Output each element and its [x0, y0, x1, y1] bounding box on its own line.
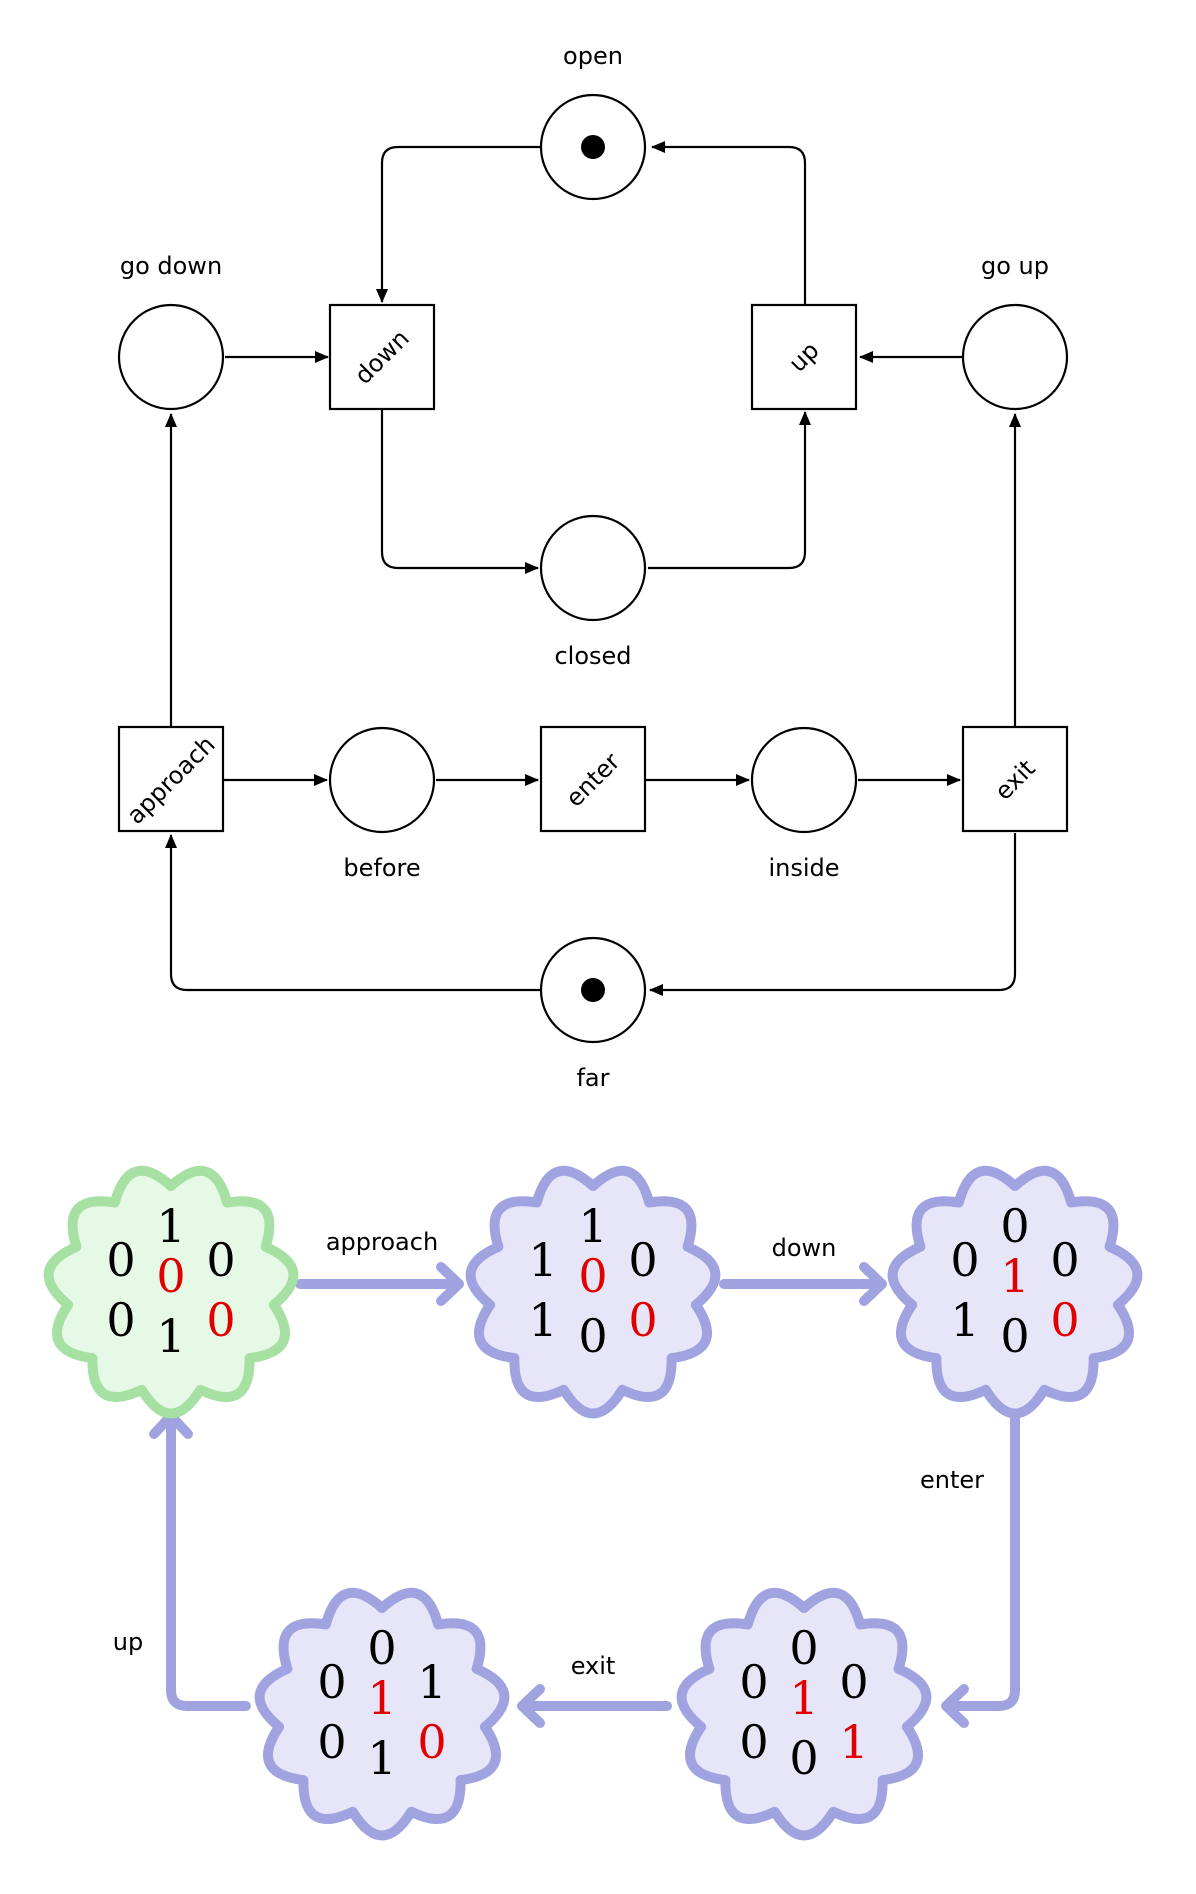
arc-up-open	[651, 141, 807, 305]
state-digit-right-top: 0	[206, 1233, 235, 1287]
arc-exit-far	[649, 833, 1017, 996]
state-digit-left-top: 0	[950, 1233, 979, 1287]
arc-far-approach	[165, 834, 540, 992]
state-digit-right-top: 0	[839, 1655, 868, 1709]
state-digit-bottom: 1	[367, 1731, 396, 1785]
state-cloud	[887, 1165, 1143, 1419]
state-digit-left-top: 0	[106, 1233, 135, 1287]
label-closed: closed	[554, 642, 631, 670]
state-digit-bottom: 0	[578, 1309, 607, 1363]
state-digit-center: 1	[789, 1671, 818, 1725]
state-digit-right-bottom: 1	[839, 1715, 868, 1769]
transition-enter-box	[539, 725, 647, 833]
state-digit-top: 1	[156, 1199, 185, 1253]
transition-down-box	[328, 303, 436, 411]
state-cloud	[465, 1165, 721, 1419]
arc-down-closed	[380, 410, 539, 574]
label-inside: inside	[768, 854, 839, 882]
state-cloud	[43, 1165, 299, 1419]
state-digit-center: 0	[156, 1249, 185, 1303]
edge-exit-head	[517, 1684, 545, 1728]
edge-enter	[945, 1410, 1020, 1711]
state-digit-bottom: 0	[789, 1731, 818, 1785]
state-digit-right-top: 1	[417, 1655, 446, 1709]
transition-up-box	[750, 303, 858, 411]
transition-exit-box	[961, 725, 1069, 833]
state-digit-center: 1	[1000, 1249, 1029, 1303]
state-digit-right-bottom: 0	[417, 1715, 446, 1769]
state-digit-left-bottom: 1	[950, 1293, 979, 1347]
state-digit-left-bottom: 0	[739, 1715, 768, 1769]
state-digit-left-top: 0	[739, 1655, 768, 1709]
state-cloud	[254, 1587, 510, 1841]
label-open: open	[563, 42, 623, 70]
edge-label-exit: exit	[571, 1652, 616, 1680]
petri-net: open go down go up closed before inside …	[117, 42, 1069, 1092]
state-digit-left-bottom: 1	[528, 1293, 557, 1347]
state-digit-right-top: 0	[628, 1233, 657, 1287]
state-digit-center: 1	[367, 1671, 396, 1725]
label-far: far	[576, 1064, 609, 1092]
state-digit-center: 0	[578, 1249, 607, 1303]
edge-up	[166, 1415, 251, 1711]
state-digit-left-bottom: 0	[106, 1293, 135, 1347]
label-go-up: go up	[981, 252, 1049, 280]
state-digit-left-top: 1	[528, 1233, 557, 1287]
arc-closed-up	[648, 411, 811, 570]
state-digit-top: 1	[578, 1199, 607, 1253]
label-before: before	[343, 854, 420, 882]
place-go-up	[961, 303, 1069, 411]
edge-label-up: up	[113, 1628, 143, 1656]
place-before	[328, 726, 436, 834]
label-go-down: go down	[120, 252, 222, 280]
edge-label-enter: enter	[920, 1466, 984, 1494]
state-digit-left-bottom: 0	[317, 1715, 346, 1769]
token-far	[581, 978, 605, 1002]
edge-enter-head	[941, 1684, 969, 1728]
edge-label-down: down	[772, 1234, 837, 1262]
state-digit-right-bottom: 0	[1050, 1293, 1079, 1347]
edge-down-head	[859, 1262, 887, 1306]
state-digit-right-top: 0	[1050, 1233, 1079, 1287]
state-digit-top: 0	[367, 1621, 396, 1675]
place-inside	[750, 726, 858, 834]
state-digit-bottom: 0	[1000, 1309, 1029, 1363]
state-digit-top: 0	[1000, 1199, 1029, 1253]
edge-label-approach: approach	[326, 1228, 438, 1256]
place-go-down	[117, 303, 225, 411]
state-digit-left-top: 0	[317, 1655, 346, 1709]
state-digit-right-bottom: 0	[628, 1293, 657, 1347]
state-digit-right-bottom: 0	[206, 1293, 235, 1347]
token-open	[581, 135, 605, 159]
place-closed	[539, 514, 647, 622]
edge-approach-head	[436, 1262, 464, 1306]
state-cloud	[676, 1587, 932, 1841]
transition-approach-box	[117, 725, 225, 833]
state-digit-bottom: 1	[156, 1309, 185, 1363]
state-digit-top: 0	[789, 1621, 818, 1675]
arc-open-down	[376, 145, 543, 303]
